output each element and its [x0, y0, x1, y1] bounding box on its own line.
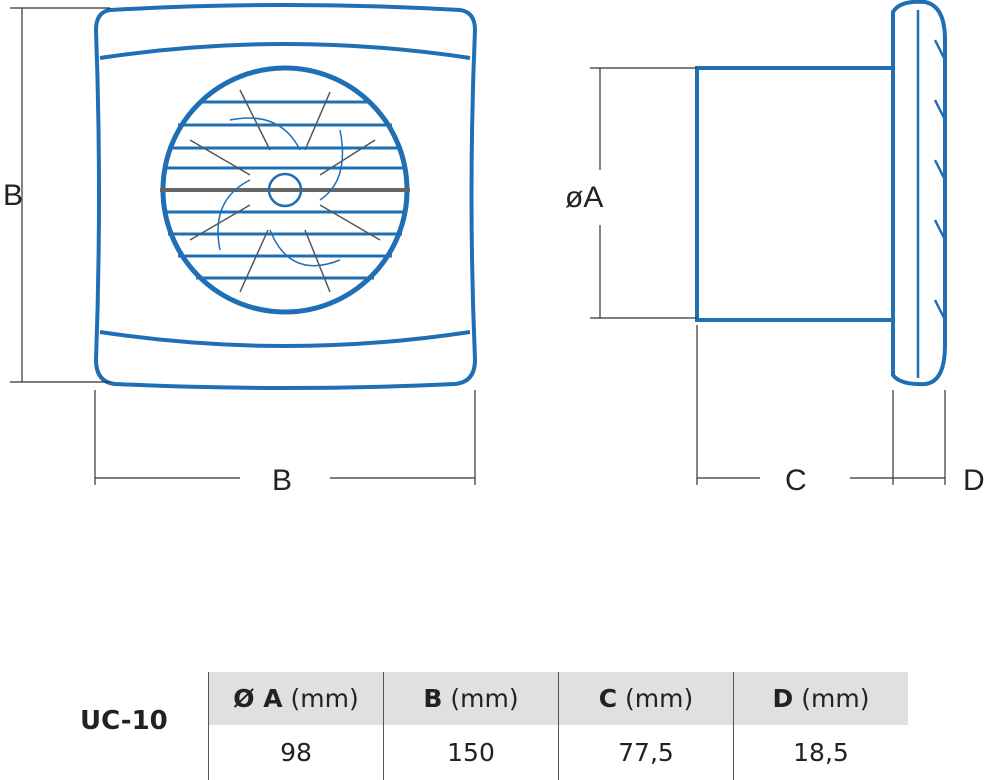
front-frame	[93, 3, 478, 390]
header-d: D (mm)	[733, 672, 908, 725]
front-top-band	[99, 42, 471, 60]
value-d: 18,5	[733, 725, 908, 780]
dim-label-c: C	[785, 464, 807, 497]
fan-flange	[891, 0, 947, 387]
fan-blades	[189, 89, 381, 293]
dimensions-table: Ø A (mm) B (mm) C (mm) D (mm) 98 150 77,…	[208, 672, 908, 780]
fan-drawing: B B øA C D	[3, 0, 985, 497]
header-a: Ø A (mm)	[208, 672, 384, 725]
value-c: 77,5	[558, 725, 734, 780]
header-b: B (mm)	[383, 672, 559, 725]
model-label: UC-10	[80, 706, 168, 736]
side-view	[695, 0, 947, 387]
value-a: 98	[208, 725, 384, 780]
dim-label-b-height: B	[3, 179, 23, 212]
value-b: 150	[383, 725, 559, 780]
dim-label-b-width: B	[272, 464, 292, 497]
dim-label-d: D	[963, 464, 985, 497]
front-bottom-band	[99, 330, 471, 348]
table-header-row: Ø A (mm) B (mm) C (mm) D (mm)	[208, 672, 908, 725]
fan-body	[695, 66, 895, 322]
header-c: C (mm)	[558, 672, 734, 725]
dim-label-diameter-a: øA	[565, 181, 603, 214]
fan-hub	[267, 172, 303, 208]
front-view	[93, 3, 478, 390]
table-row: 98 150 77,5 18,5	[208, 725, 908, 780]
dimension-lines	[10, 7, 946, 485]
